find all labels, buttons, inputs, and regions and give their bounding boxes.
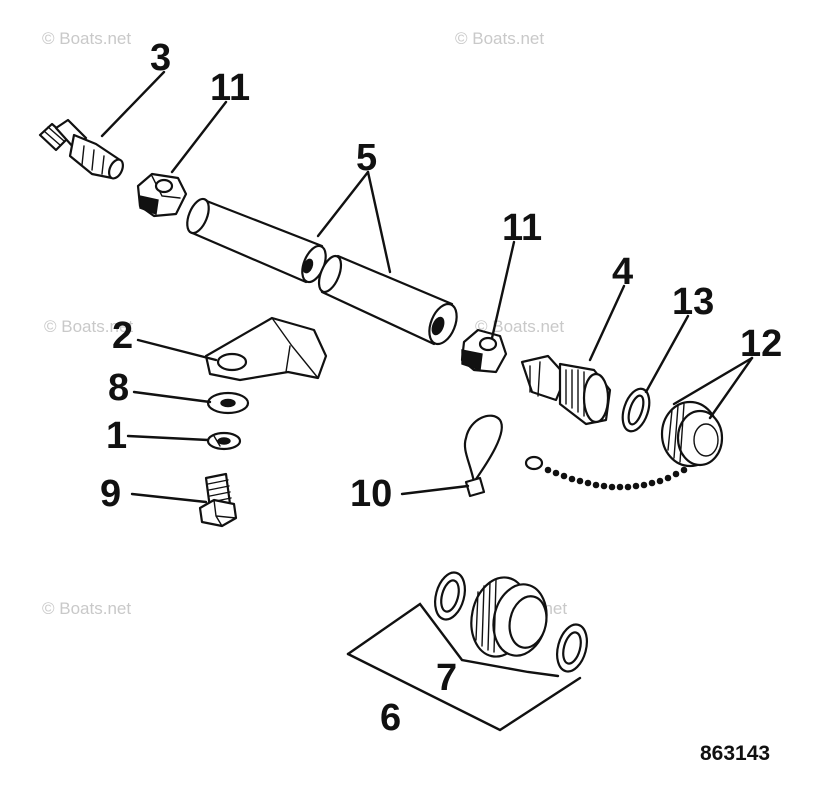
part-10-tie-strap	[463, 414, 503, 498]
chain	[524, 455, 688, 491]
watermark: © Boats.net	[42, 599, 131, 618]
watermark: © Boats.net	[42, 29, 131, 48]
part-6-coupling-assembly	[470, 576, 548, 658]
callout-9: 9	[100, 473, 121, 515]
watermark: © Boats.net	[475, 317, 564, 336]
part-7-gasket-right	[556, 623, 588, 673]
callout-2: 2	[112, 315, 133, 357]
figure-number: 863143	[700, 742, 770, 765]
part-1-lock-washer	[206, 431, 242, 451]
callout-7: 7	[436, 657, 457, 699]
part-4-connector	[520, 354, 612, 426]
callout-6: 6	[380, 697, 401, 739]
callout-8: 8	[108, 367, 129, 409]
watermark: © Boats.net	[455, 29, 544, 48]
part-5-hose-upper	[186, 197, 327, 284]
leader-lines	[100, 70, 754, 732]
watermark: © Boats.net	[44, 317, 133, 336]
callout-10: 10	[350, 473, 392, 515]
callout-11-upper: 11	[210, 67, 250, 109]
callout-1: 1	[106, 415, 127, 457]
part-7-gasket-left	[434, 571, 466, 621]
part-13-o-ring	[621, 387, 651, 433]
part-9-bolt	[198, 472, 238, 528]
part-3-hose-fitting	[38, 118, 124, 180]
part-12-cap-with-chain	[524, 400, 724, 491]
part-5-hose-lower	[317, 254, 458, 346]
callout-11-lower: 11	[502, 207, 542, 249]
callout-4: 4	[612, 251, 633, 293]
part-2-bracket	[204, 316, 328, 382]
callout-12: 12	[740, 323, 782, 365]
part-8-washer	[206, 391, 250, 415]
part-11-hose-clamp-lower	[460, 328, 508, 374]
callout-3: 3	[150, 37, 171, 79]
callout-5: 5	[356, 137, 377, 179]
callout-13: 13	[672, 281, 714, 323]
part-11-hose-clamp-upper	[136, 172, 188, 218]
